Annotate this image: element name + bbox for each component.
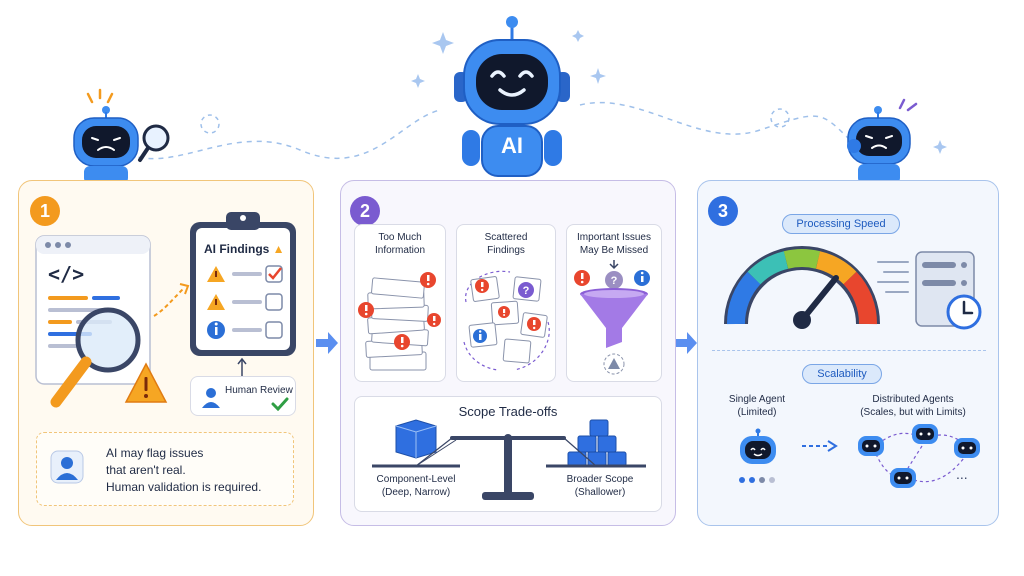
card1-line-2: Information [374,245,426,256]
motion-lines [877,261,909,293]
more-agents-dots: ... [956,466,968,482]
code-symbol: </> [48,262,85,286]
ai-mascot-robot [454,16,570,177]
panel3-divider [712,350,986,351]
question-icon: ? [605,271,623,289]
mascot-chest-label: AI [501,133,523,158]
panel-performance [697,180,999,526]
checkmark-icon [268,267,282,280]
distributed-line-2: (Scales, but with Limits) [860,407,966,418]
error-icon [358,272,441,350]
right-scope-line-1: Broader Scope [566,474,634,485]
card1-line-1: Too Much [378,232,422,243]
error-icon [475,279,489,293]
single-agent-icon [739,428,776,483]
distributed-agents-icon [858,424,980,488]
person-icon [202,388,220,408]
dashed-loop-right [770,108,790,128]
note-line-1: AI may flag issues [106,446,204,460]
note-line-3: Human validation is required. [106,480,262,494]
person-icon [50,450,84,484]
step-badge-3: 3 [708,196,738,226]
findings-title-text: AI Findings [204,242,270,256]
balance-scale-icon [372,419,646,500]
human-review-label: Human Review [225,385,293,396]
worried-robot-left [73,88,170,184]
left-scope-line-1: Component-Level [376,474,456,485]
error-icon [574,270,590,286]
cube-icon [567,419,627,467]
scalability-pill: Scalability [802,364,882,384]
dashed-connector-left [119,109,441,160]
svg-text:?: ? [523,285,530,297]
card3-line-1: Important Issues [577,232,651,243]
single-agent-line-2: (Limited) [737,407,777,418]
processing-speed-pill: Processing Speed [782,214,900,234]
info-icon [473,329,487,343]
right-scope-line-2: (Shallower) [574,487,626,498]
worried-robot-right [847,98,918,184]
info-icon [634,270,650,286]
warning-icon: ▲ [272,242,285,256]
single-agent-line-1: Single Agent [728,394,786,405]
dashed-loop-left [200,114,220,134]
arrow-right-dashed-icon [802,440,838,452]
robot-node [858,424,980,488]
warning-icon [608,358,620,369]
scattered-notes-icon: ? [463,270,550,371]
arrow-right-icon [676,332,697,354]
loading-dots [739,477,775,483]
server-clock-icon [915,251,982,330]
step-badge-2: 2 [350,196,380,226]
human-review-card: Human Review [190,376,296,416]
card2-line-1: Scattered [484,232,528,243]
magnifier-icon [75,307,141,373]
error-icon [498,306,510,318]
review-connector [237,357,247,378]
step-badge-1: 1 [30,196,60,226]
arrow-right-icon [316,332,338,354]
findings-title: AI Findings ▲ [204,242,285,256]
svg-text:?: ? [611,275,618,287]
speed-gauge-icon [724,246,880,329]
findings-clipboard [190,212,296,356]
cube-icon [395,419,437,459]
dashed-connector-right [579,101,851,141]
left-scope-line-2: (Deep, Narrow) [381,487,451,498]
error-icon [527,317,541,331]
question-icon: ? [518,282,534,298]
distributed-line-1: Distributed Agents [872,394,954,405]
note-line-2: that aren't real. [106,463,186,477]
code-window-illustration [35,235,168,408]
card3-line-2: May Be Missed [579,245,649,256]
sparkle-icon [411,30,947,154]
card2-line-2: Findings [487,245,525,256]
checkmark-icon [271,397,289,411]
funnel-icon: ? [574,260,650,375]
scope-title: Scope Trade-offs [458,404,558,419]
arrow-to-findings [153,283,190,317]
document-stack-icon [358,272,441,371]
